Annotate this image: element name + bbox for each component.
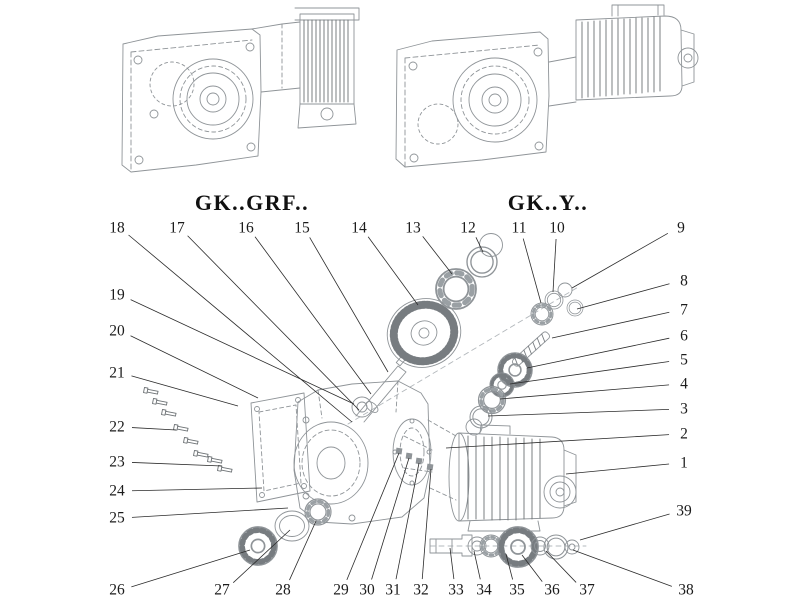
part-number-22: 22 bbox=[109, 418, 125, 436]
leader-line-2 bbox=[445, 434, 670, 449]
part-number-35: 35 bbox=[509, 581, 525, 599]
leader-line-11 bbox=[522, 238, 542, 304]
part-number-5: 5 bbox=[680, 351, 688, 369]
leader-line-18 bbox=[128, 234, 353, 423]
leader-line-38 bbox=[572, 549, 672, 587]
leader-line-26 bbox=[131, 549, 251, 588]
part-number-1: 1 bbox=[680, 454, 688, 472]
leader-line-29 bbox=[346, 452, 400, 581]
leader-line-17 bbox=[187, 235, 360, 411]
leader-line-28 bbox=[289, 520, 317, 581]
part-number-34: 34 bbox=[476, 581, 492, 599]
leader-line-16 bbox=[254, 236, 372, 395]
seal-and-bearing-set bbox=[239, 497, 333, 565]
leader-line-6 bbox=[526, 337, 670, 369]
assembled-view-gk-grf bbox=[121, 7, 360, 173]
leader-line-14 bbox=[367, 236, 419, 306]
output-shaft-assembly bbox=[429, 527, 580, 567]
exploded-view bbox=[143, 233, 587, 568]
leader-line-32 bbox=[421, 468, 432, 580]
input-bearing bbox=[436, 269, 476, 309]
leader-line-1 bbox=[565, 463, 670, 475]
gear-housing bbox=[293, 380, 432, 525]
leader-line-8 bbox=[576, 283, 670, 310]
part-number-19: 19 bbox=[109, 286, 125, 304]
variant-label-gk-grf: GK..GRF.. bbox=[194, 190, 310, 215]
part-number-8: 8 bbox=[680, 272, 688, 290]
leader-line-39 bbox=[579, 513, 670, 541]
leader-line-3 bbox=[487, 408, 670, 417]
leader-line-24 bbox=[131, 487, 263, 492]
part-number-36: 36 bbox=[544, 581, 560, 599]
leader-line-15 bbox=[309, 237, 389, 373]
part-number-9: 9 bbox=[677, 219, 685, 237]
part-number-17: 17 bbox=[169, 219, 185, 237]
cover-plate bbox=[250, 392, 311, 503]
leader-line-36 bbox=[521, 554, 543, 582]
part-number-31: 31 bbox=[385, 581, 401, 599]
part-number-10: 10 bbox=[549, 219, 565, 237]
leader-line-31 bbox=[395, 462, 420, 580]
part-number-13: 13 bbox=[405, 219, 421, 237]
assembled-view-gk-y bbox=[395, 4, 699, 168]
part-number-18: 18 bbox=[109, 219, 125, 237]
leader-line-35 bbox=[505, 553, 514, 580]
part-number-37: 37 bbox=[579, 581, 595, 599]
leader-line-10 bbox=[552, 238, 557, 293]
part-number-16: 16 bbox=[238, 219, 254, 237]
part-number-12: 12 bbox=[460, 219, 476, 237]
leader-line-13 bbox=[422, 236, 453, 275]
assembly-axis bbox=[347, 285, 587, 547]
motor bbox=[448, 424, 577, 532]
leader-line-7 bbox=[551, 311, 670, 339]
motor-fit-lines bbox=[403, 419, 457, 501]
part-number-33: 33 bbox=[448, 581, 464, 599]
leader-line-19 bbox=[130, 299, 355, 405]
part-number-25: 25 bbox=[109, 509, 125, 527]
leader-lines bbox=[128, 232, 672, 588]
leader-line-25 bbox=[131, 507, 289, 518]
leader-line-21 bbox=[131, 375, 239, 407]
part-number-26: 26 bbox=[109, 581, 125, 599]
helical-gear bbox=[386, 298, 462, 368]
part-number-6: 6 bbox=[680, 327, 688, 345]
coupling-parts bbox=[395, 447, 434, 471]
part-number-29: 29 bbox=[333, 581, 349, 599]
leader-line-23 bbox=[131, 462, 223, 467]
part-number-24: 24 bbox=[109, 482, 125, 500]
leader-line-12 bbox=[475, 237, 484, 253]
part-number-15: 15 bbox=[294, 219, 310, 237]
leader-line-33 bbox=[449, 547, 455, 580]
part-number-32: 32 bbox=[413, 581, 429, 599]
leader-line-34 bbox=[473, 550, 481, 580]
leader-line-30 bbox=[371, 457, 410, 580]
part-number-27: 27 bbox=[214, 581, 230, 599]
leader-line-20 bbox=[130, 335, 259, 399]
leader-line-27 bbox=[232, 529, 291, 584]
pinion-stack bbox=[465, 282, 584, 436]
part-number-7: 7 bbox=[680, 301, 688, 319]
part-number-4: 4 bbox=[680, 375, 688, 393]
retaining-ring bbox=[479, 233, 503, 257]
leader-line-37 bbox=[545, 550, 577, 583]
leader-line-9 bbox=[571, 232, 669, 289]
part-number-30: 30 bbox=[359, 581, 375, 599]
part-number-3: 3 bbox=[680, 400, 688, 418]
part-number-38: 38 bbox=[678, 581, 694, 599]
part-number-2: 2 bbox=[680, 425, 688, 443]
part-number-20: 20 bbox=[109, 322, 125, 340]
leader-line-5 bbox=[509, 361, 670, 385]
part-number-28: 28 bbox=[275, 581, 291, 599]
part-number-39: 39 bbox=[676, 502, 692, 520]
part-number-14: 14 bbox=[351, 219, 367, 237]
part-number-23: 23 bbox=[109, 453, 125, 471]
leader-line-4 bbox=[499, 384, 670, 400]
leader-line-22 bbox=[131, 427, 177, 431]
part-number-11: 11 bbox=[511, 219, 527, 237]
variant-label-gk-y: GK..Y.. bbox=[507, 190, 589, 215]
part-number-21: 21 bbox=[109, 364, 125, 382]
